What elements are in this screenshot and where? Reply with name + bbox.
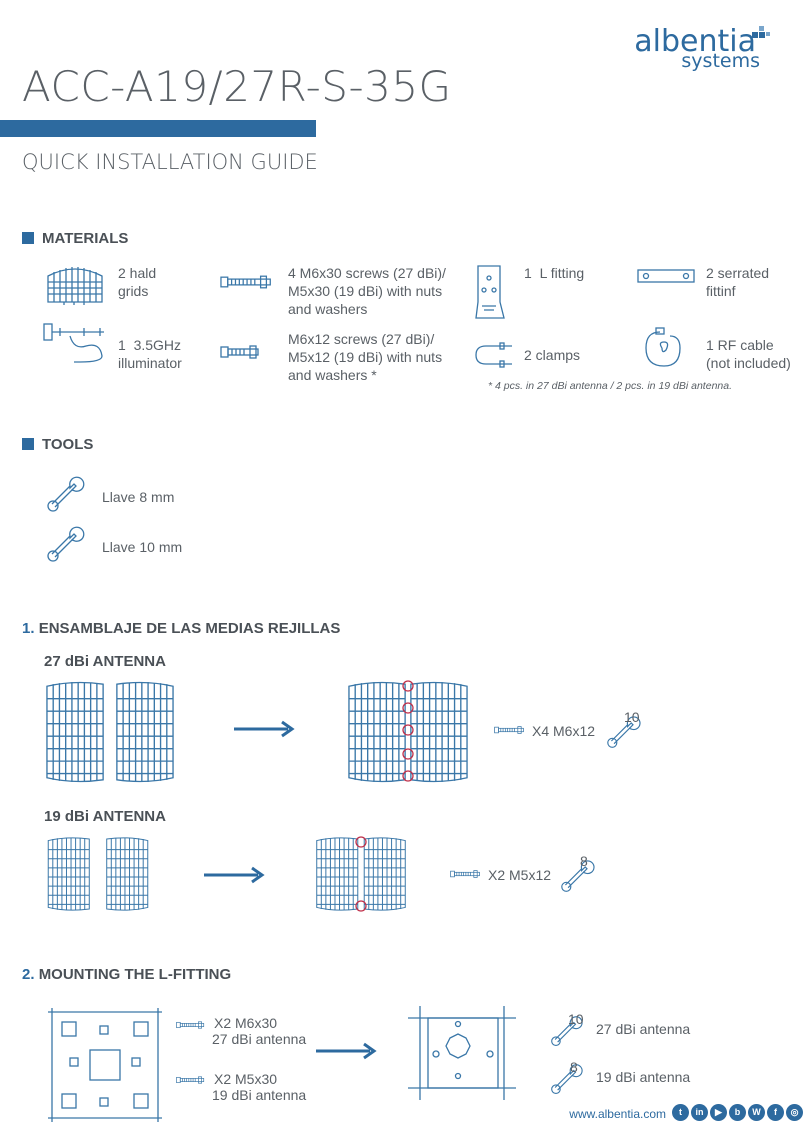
material-serrated-label: 2 serrated fittinf — [706, 265, 770, 299]
title-underline-bar — [0, 120, 316, 137]
tool-wrench-8-label: Llave 8 mm — [102, 489, 175, 505]
antenna27-assembled-diagram — [348, 680, 468, 783]
long-screw-icon — [176, 1019, 208, 1031]
section-marker-icon — [22, 232, 34, 244]
step2-screw19-note: 19 dBi antenna — [212, 1087, 307, 1103]
section-marker-icon — [22, 438, 34, 450]
page-title: ACC-A19/27R-S-35G — [22, 62, 452, 111]
step2-wrench19-label: 19 dBi antenna — [596, 1069, 691, 1085]
long-screw-icon — [220, 274, 278, 290]
step2-screw19-qty: X2 M5x30 — [214, 1071, 278, 1087]
antenna19-title: 19 dBi ANTENNA — [44, 808, 166, 825]
u-clamp-icon — [475, 342, 512, 368]
brand-logo: albentia — [634, 24, 756, 59]
antenna27-wrench-size: 10 — [624, 709, 640, 725]
page-subtitle: QUICK INSTALLATION GUIDE — [22, 150, 318, 174]
tool-wrench-10-label: Llave 10 mm — [102, 539, 183, 555]
material-grids-label: 2 hald grids — [118, 265, 157, 299]
linkedin-icon[interactable]: in — [691, 1104, 708, 1121]
wrench-icon — [46, 474, 86, 514]
wrench-icon — [46, 524, 86, 564]
l-fitting-mounted-diagram — [408, 1006, 516, 1100]
antenna27-title: 27 dBi ANTENNA — [44, 653, 166, 670]
antenna27-screw-qty: X4 M6x12 — [532, 723, 596, 739]
short-screw-icon — [494, 724, 528, 736]
short-screw-icon — [450, 868, 484, 880]
footer-website-link[interactable]: www.albentia.com — [569, 1107, 666, 1121]
blog-icon[interactable]: b — [729, 1104, 746, 1121]
material-l-fitting-label: 1 L fitting — [524, 265, 585, 281]
step2-wrench19-size: 8 — [570, 1059, 578, 1075]
illuminator-icon — [43, 323, 104, 363]
antenna19-wrench-size: 8 — [580, 853, 588, 869]
twitter-icon[interactable]: t — [672, 1104, 689, 1121]
material-clamps-label: 2 clamps — [524, 347, 581, 363]
antenna19-assembled-diagram — [316, 836, 406, 912]
step1-heading: 1. ENSAMBLAJE DE LAS MEDIAS REJILLAS — [22, 620, 341, 637]
arrow-right-icon — [204, 866, 265, 884]
material-long-screws-label: 4 M6x30 screws (27 dBi)/ M5x30 (19 dBi) … — [288, 265, 446, 317]
materials-heading: MATERIALS — [22, 230, 128, 247]
material-illuminator-label: 1 3.5GHz illuminator — [118, 337, 182, 371]
materials-footnote: * 4 pcs. in 27 dBi antenna / 2 pcs. in 1… — [488, 380, 733, 392]
wrench-icon — [560, 858, 596, 894]
antenna19-halves-diagram — [47, 836, 149, 912]
youtube-icon[interactable]: ▶ — [710, 1104, 727, 1121]
brand-name: albentia — [634, 24, 756, 59]
arrow-right-icon — [234, 720, 295, 738]
instagram-icon[interactable]: ◎ — [786, 1104, 803, 1121]
facebook-icon[interactable]: f — [767, 1104, 784, 1121]
material-short-screws-label: M6x12 screws (27 dBi)/ M5x12 (19 dBi) wi… — [288, 331, 443, 383]
step2-wrench27-label: 27 dBi antenna — [596, 1021, 691, 1037]
wordpress-icon[interactable]: W — [748, 1104, 765, 1121]
half-grid-icon — [47, 267, 103, 305]
arrow-right-icon — [316, 1042, 377, 1060]
antenna27-halves-diagram — [46, 681, 174, 783]
antenna19-screw-qty: X2 M5x12 — [488, 867, 552, 883]
l-fitting-icon — [475, 265, 505, 319]
tools-heading: TOOLS — [22, 436, 93, 453]
logo-squares-icon — [752, 26, 770, 44]
material-rf-cable-label: 1 RF cable (not included) — [706, 337, 791, 371]
brand-tagline: systems — [681, 50, 760, 72]
rf-cable-icon — [645, 327, 681, 367]
step2-wrench27-size: 10 — [568, 1011, 584, 1027]
l-fitting-plate-diagram — [48, 1008, 162, 1122]
step2-screw27-note: 27 dBi antenna — [212, 1031, 307, 1047]
step2-screw27-qty: X2 M6x30 — [214, 1015, 278, 1031]
serrated-fitting-icon — [637, 269, 695, 283]
long-screw-icon — [176, 1074, 208, 1086]
step2-heading: 2. MOUNTING THE L-FITTING — [22, 966, 232, 983]
short-screw-icon — [220, 345, 259, 359]
wrench-icon — [550, 1062, 584, 1096]
